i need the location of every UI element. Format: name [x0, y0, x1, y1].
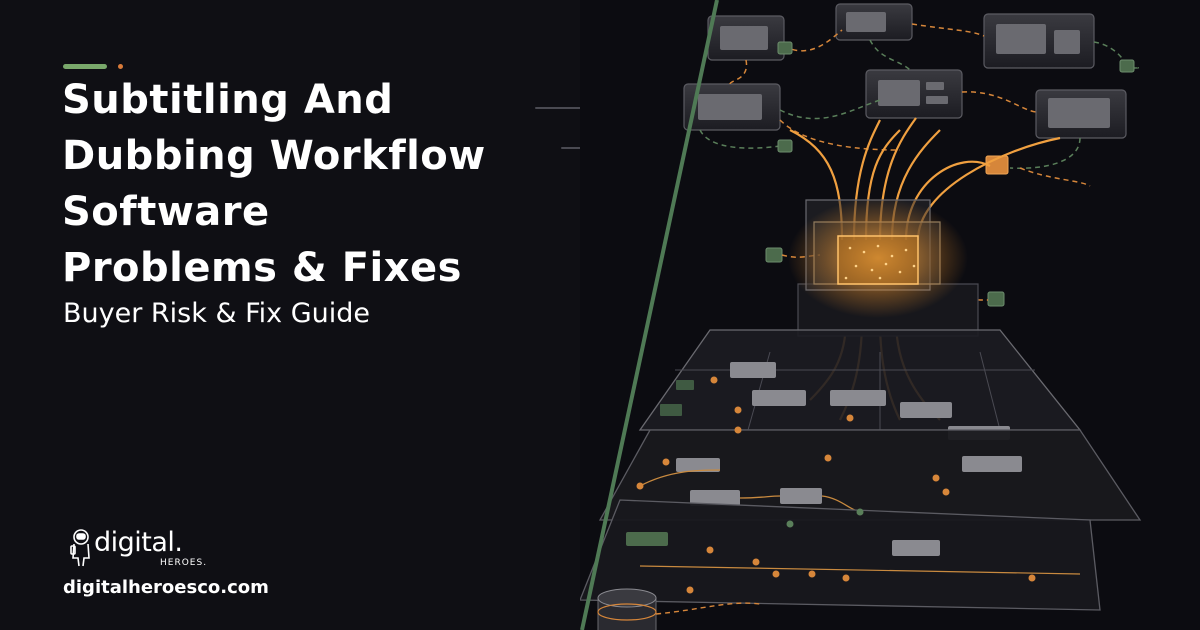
workflow-board-3 — [580, 499, 1101, 611]
top-cards — [683, 3, 1127, 139]
title-line-1: Subtitling And — [62, 77, 394, 123]
brand-logo: digital. HEROES. — [68, 526, 208, 572]
astronaut-logo-icon — [70, 529, 90, 567]
page-subtitle: Buyer Risk & Fix Guide — [63, 298, 371, 329]
title-line-3: Software — [62, 189, 270, 235]
accent-dot — [118, 64, 123, 69]
section-divider — [580, 0, 719, 630]
workflow-board-2 — [598, 429, 1142, 521]
database-cylinder — [597, 588, 657, 630]
page-title: Subtitling And Dubbing Workflow Software… — [62, 72, 562, 296]
workflow-board-1 — [638, 329, 1082, 440]
brand-name: digital. — [94, 527, 183, 558]
site-url: digitalheroesco.com — [63, 577, 269, 598]
title-line-4: Problems & Fixes — [62, 245, 462, 291]
workflow-illustration — [580, 0, 1200, 630]
flow-nodes — [636, 376, 1036, 594]
accent-bar — [63, 64, 107, 69]
connector-nodes — [765, 41, 1135, 307]
title-line-2: Dubbing Workflow — [62, 133, 486, 179]
central-hub — [788, 198, 979, 337]
brand-tagline: HEROES. — [160, 558, 208, 568]
